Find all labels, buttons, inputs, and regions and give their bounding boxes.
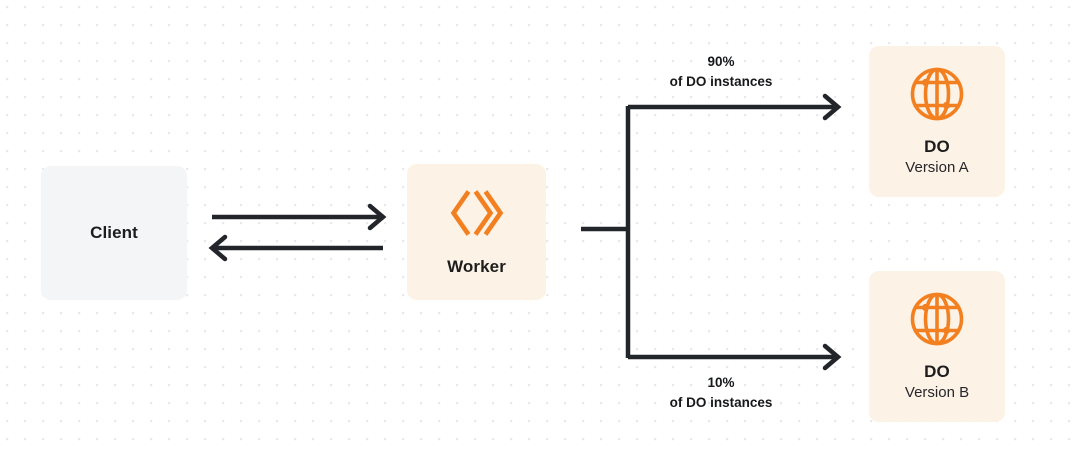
edge-label-percent: 90%	[707, 54, 735, 69]
edge-worker-to-do-b	[628, 343, 842, 371]
edge-label-detail: of DO instances	[669, 73, 773, 89]
edge-client-to-worker	[212, 203, 387, 231]
node-worker-label: Worker	[447, 257, 506, 277]
globe-icon	[908, 290, 966, 353]
edge-worker-to-do-a	[628, 93, 842, 121]
node-client: Client	[41, 166, 187, 300]
cloudflare-workers-icon	[448, 186, 506, 245]
node-do-version-b: DO Version B	[869, 271, 1005, 422]
edge-worker-to-client	[208, 234, 383, 262]
node-client-label: Client	[90, 222, 138, 242]
edge-label-detail: of DO instances	[669, 394, 773, 410]
node-do-b-label: DO	[924, 361, 950, 381]
node-do-b-version: Version B	[904, 384, 970, 402]
node-do-a-label: DO	[924, 136, 950, 156]
globe-icon	[908, 65, 966, 128]
node-do-a-version: Version A	[905, 159, 969, 177]
edge-label-10-percent: 10% of DO instances	[632, 373, 810, 412]
edge-worker-branch-trunk	[581, 106, 631, 358]
edge-label-90-percent: 90% of DO instances	[632, 52, 810, 91]
node-worker: Worker	[407, 164, 546, 300]
edge-label-percent: 10%	[707, 375, 735, 390]
node-do-version-a: DO Version A	[869, 46, 1005, 197]
